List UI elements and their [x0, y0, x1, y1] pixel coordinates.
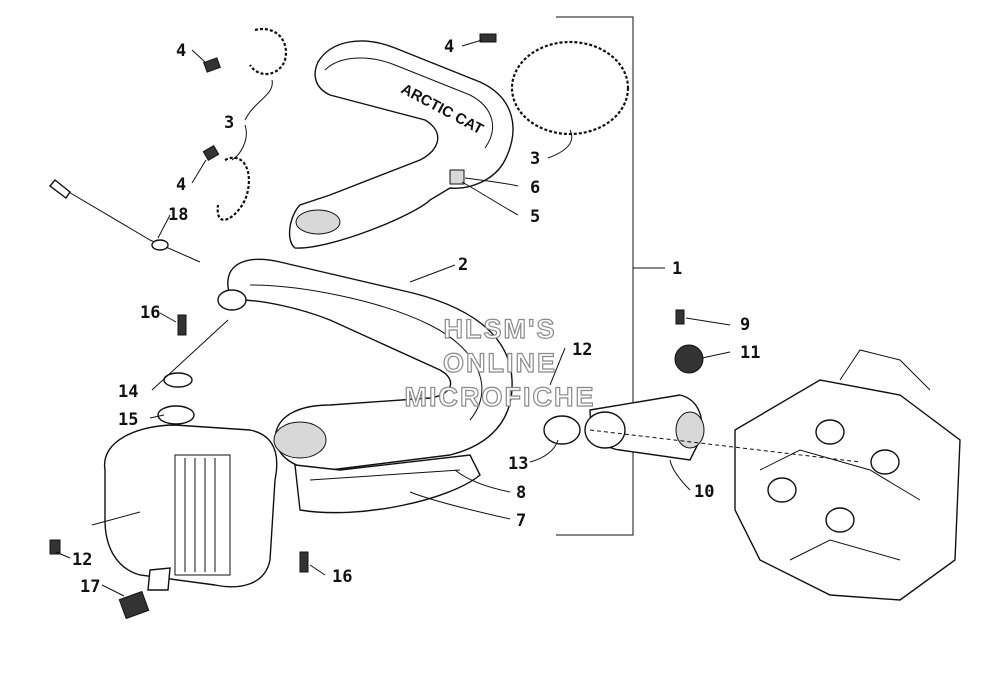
callout-10: 10 — [694, 482, 714, 502]
engine-block — [734, 349, 961, 601]
callout-18: 18 — [168, 205, 188, 225]
watermark-line-2: ONLINE — [443, 348, 557, 378]
expansion-chamber — [217, 258, 513, 514]
callout-4-right: 4 — [444, 37, 454, 57]
callout-16-bottom: 16 — [332, 567, 352, 587]
callout-6: 6 — [530, 178, 540, 198]
temp-sensor-cable — [48, 179, 201, 263]
callout-3-left: 3 — [224, 113, 234, 133]
callout-3-right: 3 — [530, 149, 540, 169]
watermark-line-1: HLSM'S — [444, 314, 557, 344]
callout-4-top: 4 — [176, 41, 186, 61]
assembly-bracket — [556, 16, 665, 536]
callout-2: 2 — [458, 255, 468, 275]
shield-fastener-5 — [449, 169, 465, 185]
callout-14: 14 — [118, 382, 138, 402]
callout-5: 5 — [530, 207, 540, 227]
callout-12-right: 12 — [572, 340, 592, 360]
callout-8: 8 — [516, 483, 526, 503]
leader-lines — [55, 39, 861, 597]
heat-shield: ARCTIC CAT — [288, 40, 514, 249]
callout-16-top: 16 — [140, 303, 160, 323]
springs-and-chains — [49, 27, 685, 573]
y-pipe — [543, 344, 705, 461]
callout-17: 17 — [80, 577, 100, 597]
callouts: 1 2 3 3 4 4 4 5 6 7 8 9 10 11 12 12 13 1… — [72, 37, 760, 597]
callout-13: 13 — [508, 454, 528, 474]
watermark-line-3: MICROFICHE — [405, 382, 596, 412]
silencer-grommet-17 — [118, 590, 150, 620]
watermark: HLSM'S ONLINE MICROFICHE — [404, 313, 596, 412]
grommet-11 — [674, 344, 704, 374]
callout-12-left: 12 — [72, 550, 92, 570]
callout-1: 1 — [672, 259, 682, 279]
callout-11: 11 — [740, 343, 760, 363]
callout-4-left: 4 — [176, 175, 186, 195]
callout-7: 7 — [516, 511, 526, 531]
silencer — [104, 405, 278, 620]
callout-15: 15 — [118, 410, 138, 430]
callout-9: 9 — [740, 315, 750, 335]
